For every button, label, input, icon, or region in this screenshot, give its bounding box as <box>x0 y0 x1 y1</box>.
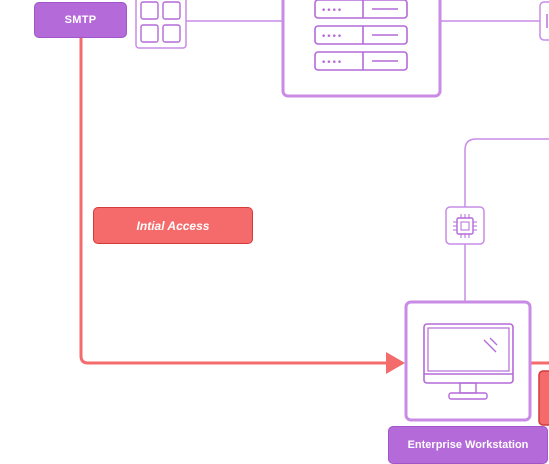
cpu-chip-icon <box>445 206 485 245</box>
enterprise-workstation-label: Enterprise Workstation <box>388 426 548 464</box>
smtp-label: SMTP <box>34 2 127 38</box>
grid-icon <box>135 0 187 49</box>
initial-access-label: Intial Access <box>93 207 253 244</box>
svg-text:••••: •••• <box>321 58 342 68</box>
attack-arrowhead <box>386 352 405 374</box>
server-rack-icon: •••• •••• •••• <box>281 0 442 98</box>
svg-text:••••: •••• <box>321 6 342 16</box>
attack-path <box>79 38 388 365</box>
svg-text:••••: •••• <box>321 32 342 42</box>
partial-node-red-right <box>538 370 549 426</box>
connector-chip-up <box>464 138 549 207</box>
partial-node-top-right <box>539 1 549 41</box>
monitor-icon <box>404 300 532 422</box>
